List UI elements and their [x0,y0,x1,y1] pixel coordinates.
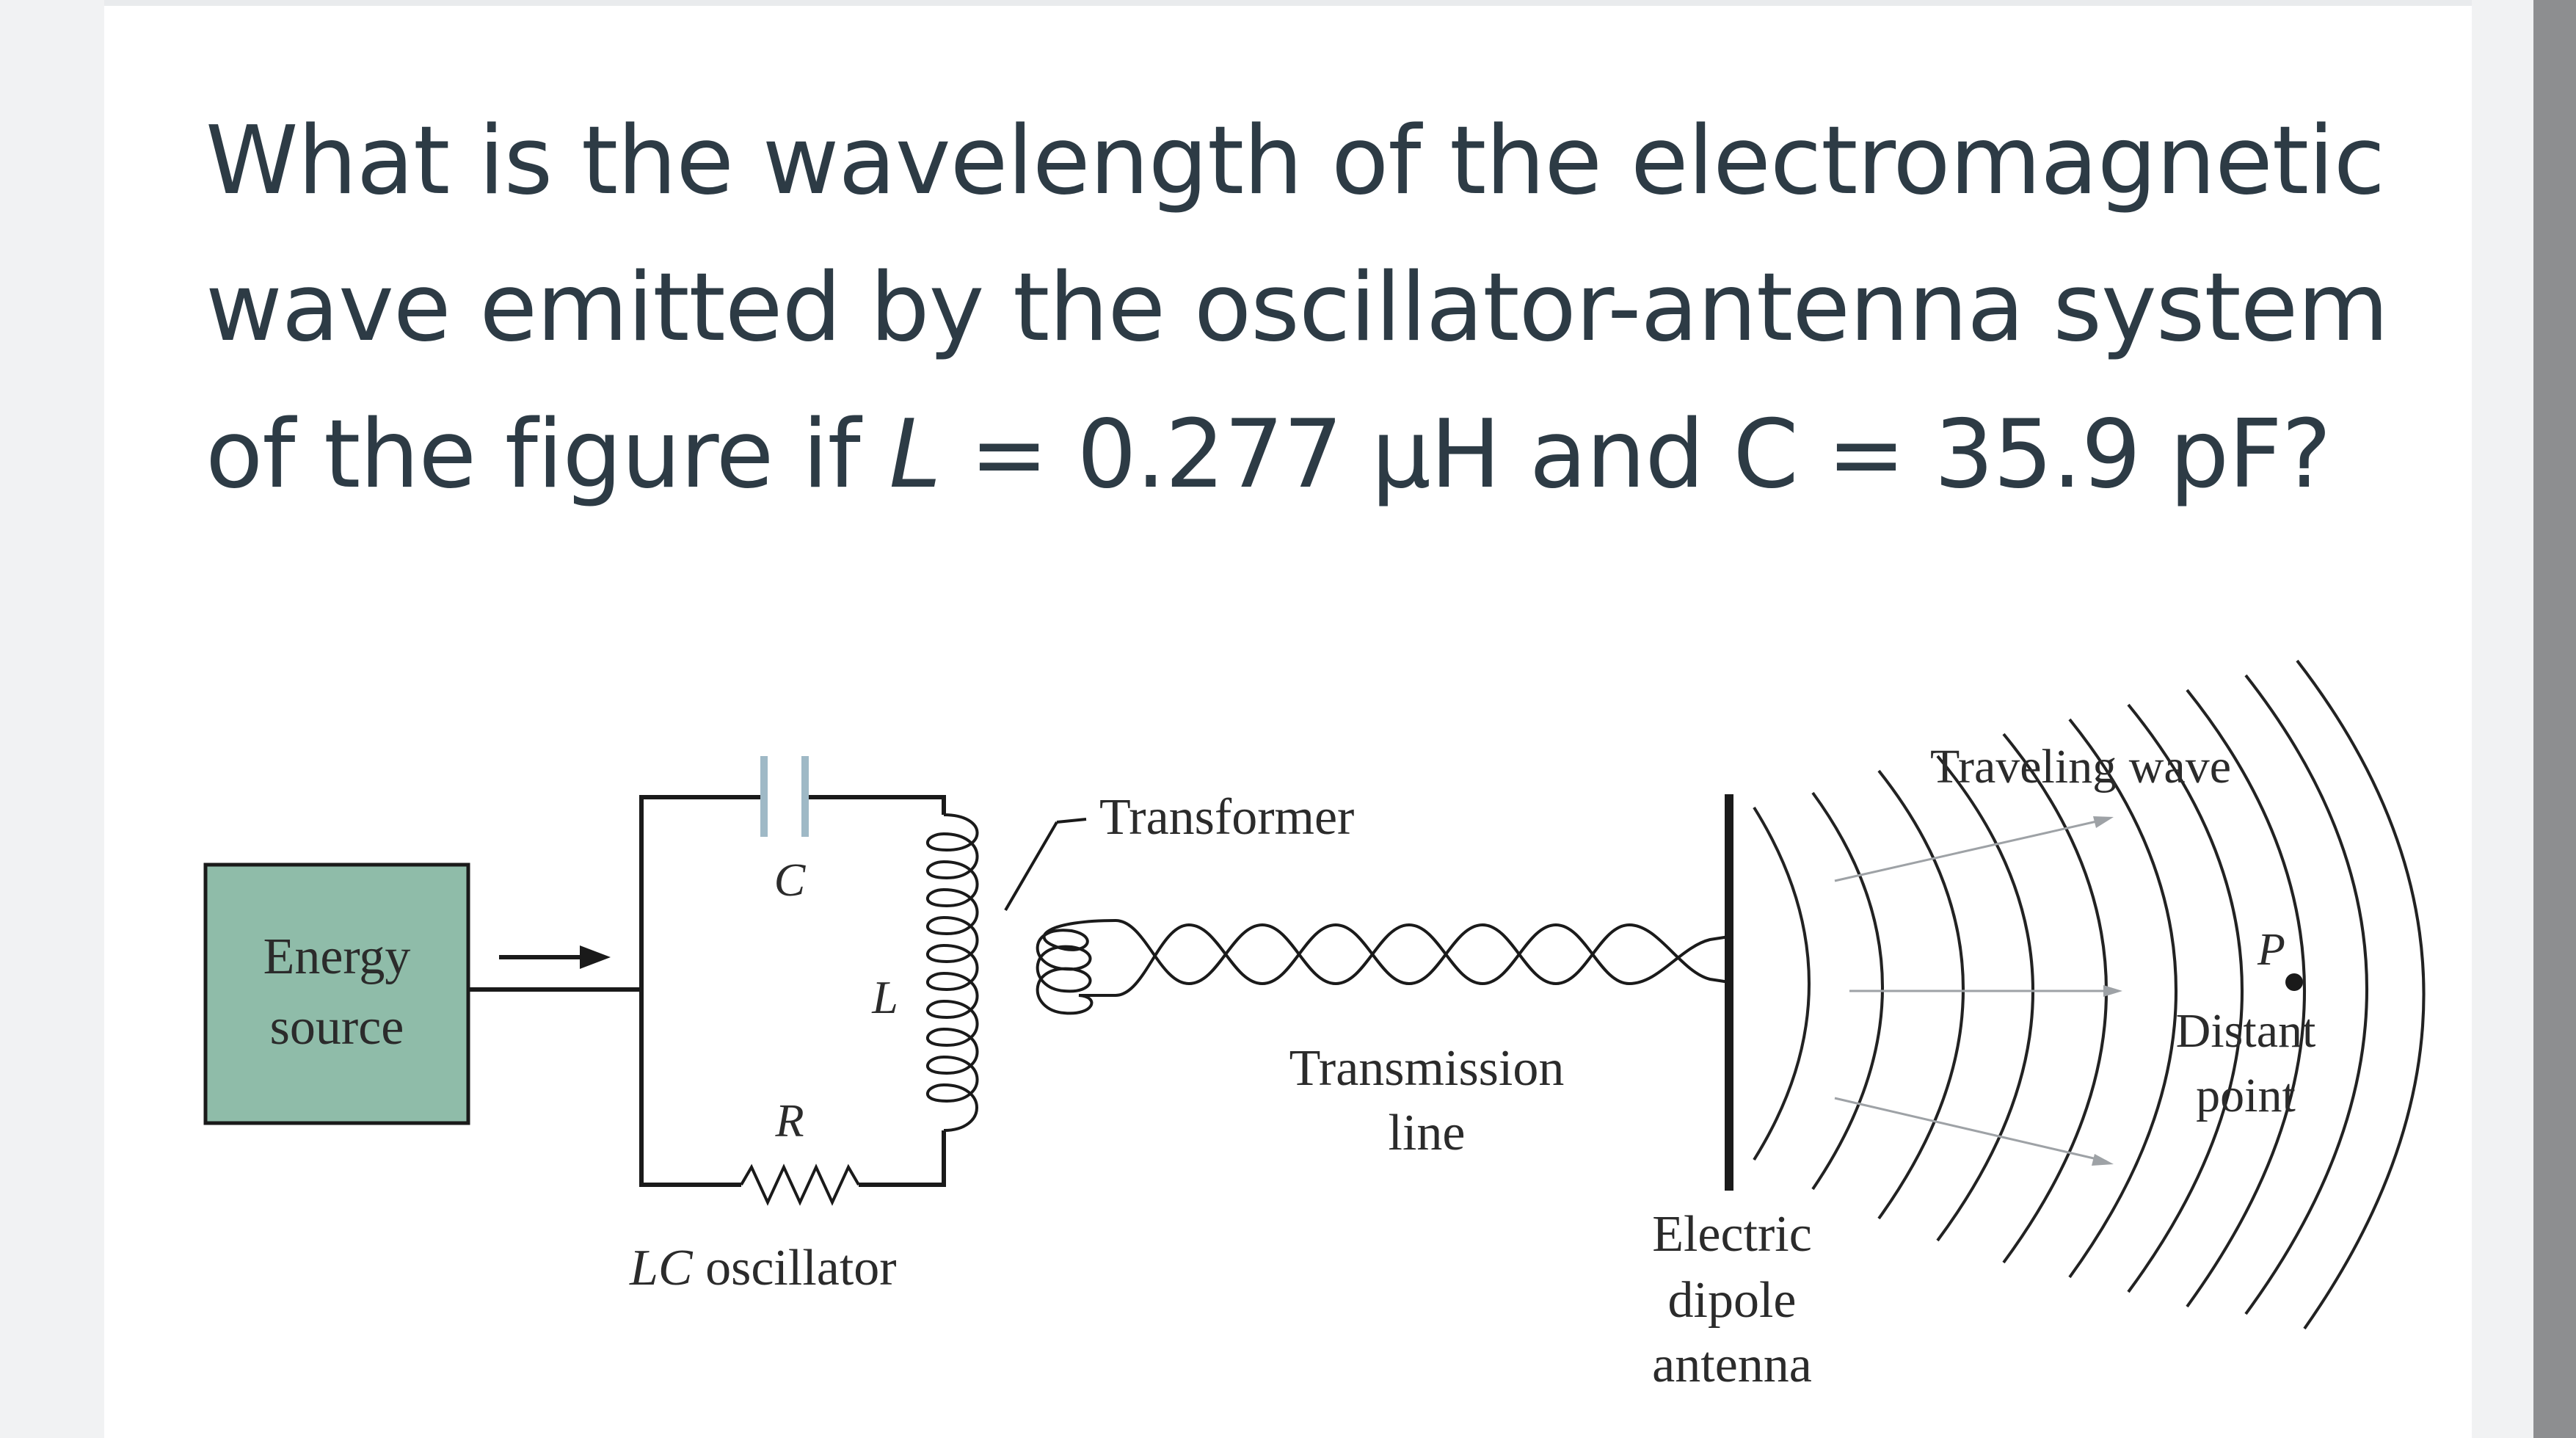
question-L-symbol: L [889,400,941,509]
wavefront-arc-4 [1936,755,2034,1242]
antenna-label-1: Electric [1652,1206,1812,1263]
transformer-pointer-tip [1056,818,1087,824]
inductor-label: L [871,971,898,1023]
energy-source-label-1: Energy [263,929,411,985]
capacitor-plate-left [760,756,768,837]
wavefront-arc-2 [1811,791,1884,1191]
resistor-zigzag [740,1163,860,1206]
energy-source-label-2: source [270,999,404,1056]
ray-lower-head [2092,1154,2114,1166]
transmission-line-wire-a [1115,919,1730,986]
transmission-line-label-2: line [1389,1105,1466,1161]
wavefront-arc-6 [2068,718,2177,1279]
ray-upper [1834,818,2107,882]
energy-arrow-head [580,945,611,969]
wavefront-arc-1 [1753,806,1811,1161]
antenna-label-3: antenna [1652,1337,1812,1393]
capacitor-plate-right [801,756,809,837]
energy-source-box [203,863,470,1125]
inductor-coil [926,813,979,1132]
wavefront-arc-7 [2127,703,2244,1293]
ray-lower [1834,1097,2107,1163]
question-part2: = 0.277 μH and C = 35.9 pF? [940,400,2331,509]
lc-oscillator-label-LC: LC [629,1240,694,1296]
lc-circuit-wire [639,795,763,1187]
transformer-label: Transformer [1099,789,1354,846]
wavefront-arc-3 [1877,769,1965,1220]
wavefront-arc-5 [2002,733,2108,1264]
question-part1: What is the wavelength of the electromag… [205,106,2389,509]
transmission-line-wire-b [1115,923,1730,997]
wavefront-arc-10 [2296,659,2426,1330]
distant-point-dot [2285,973,2303,991]
distant-point-label-2: point [2196,1069,2296,1122]
wavefront-arc-9 [2244,674,2368,1315]
transmission-line-label-1: Transmission [1289,1040,1565,1097]
scrollbar[interactable] [2533,0,2576,1438]
transformer-pointer [1004,821,1058,912]
question-text: What is the wavelength of the electromag… [205,88,2407,529]
question-card [104,0,2472,1438]
ray-upper-head [2093,816,2114,828]
resistor-label: R [774,1094,804,1147]
distant-point-label-1: Distant [2176,1004,2316,1058]
wavefront-arc-8 [2186,689,2306,1308]
traveling-wave-label: Traveling wave [1930,740,2231,794]
lc-oscillator-label-rest: oscillator [693,1240,897,1296]
capacitor-label: C [774,854,807,906]
ray-middle-head [2103,985,2122,997]
lc-oscillator-label-lc: LC oscillator [629,1240,897,1296]
lc-circuit-wire-right [806,795,946,1187]
antenna-label-2: dipole [1668,1272,1797,1329]
point-label: P [2257,925,2285,975]
transformer-coil [1036,919,1116,1015]
